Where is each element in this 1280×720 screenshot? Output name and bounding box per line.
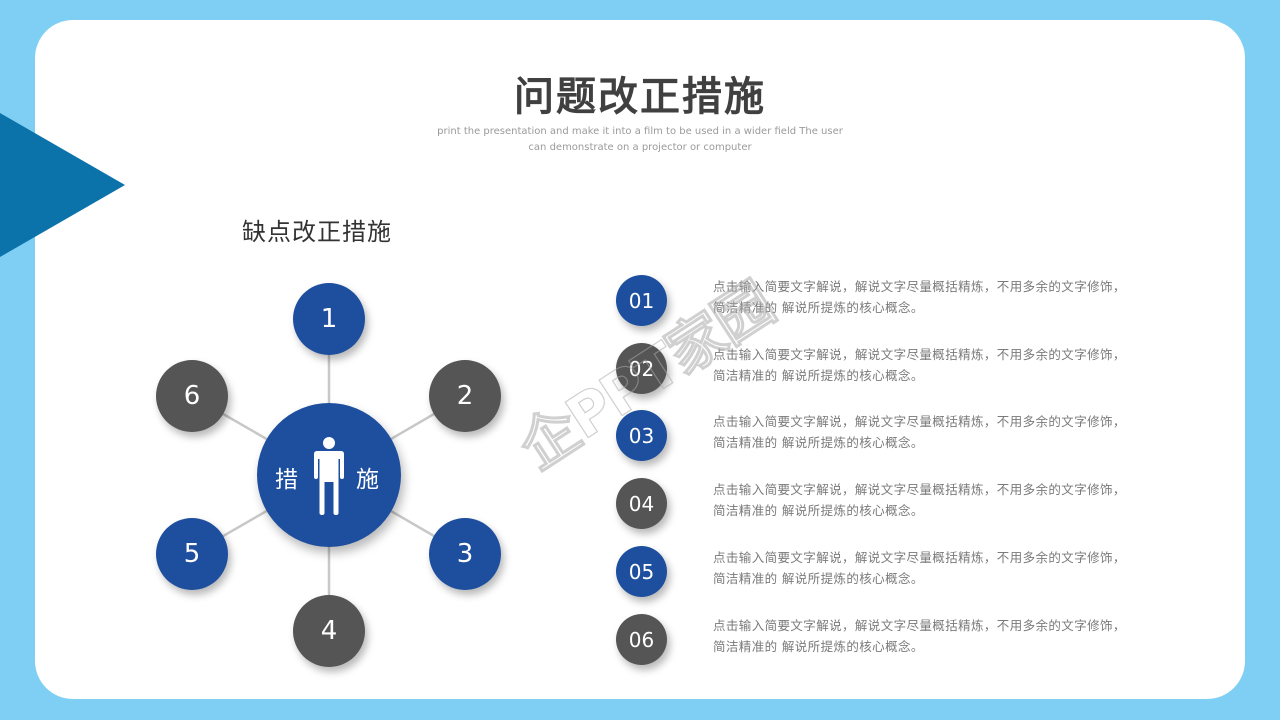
list-item-03: 03 点击输入简要文字解说，解说文字尽量概括精炼，不用多余的文字修饰， 简洁精准…: [616, 410, 1156, 462]
list-description[interactable]: 点击输入简要文字解说，解说文字尽量概括精炼，不用多余的文字修饰， 简洁精准的 解…: [713, 547, 1153, 589]
list-number-badge: 06: [616, 614, 667, 665]
list-number-badge: 03: [616, 410, 667, 461]
description-line-2: 简洁精准的 解说所提炼的核心概念。: [713, 503, 924, 518]
list-item-04: 04 点击输入简要文字解说，解说文字尽量概括精炼，不用多余的文字修饰， 简洁精准…: [616, 478, 1156, 530]
description-line-2: 简洁精准的 解说所提炼的核心概念。: [713, 639, 924, 654]
node-6: 6: [156, 360, 228, 432]
list-item-06: 06 点击输入简要文字解说，解说文字尽量概括精炼，不用多余的文字修饰， 简洁精准…: [616, 614, 1156, 666]
list-item-02: 02 点击输入简要文字解说，解说文字尽量概括精炼，不用多余的文字修饰， 简洁精准…: [616, 343, 1156, 395]
list-description[interactable]: 点击输入简要文字解说，解说文字尽量概括精炼，不用多余的文字修饰， 简洁精准的 解…: [713, 344, 1153, 386]
list-description[interactable]: 点击输入简要文字解说，解说文字尽量概括精炼，不用多余的文字修饰， 简洁精准的 解…: [713, 479, 1153, 521]
list-number-badge: 04: [616, 478, 667, 529]
description-line-1: 点击输入简要文字解说，解说文字尽量概括精炼，不用多余的文字修饰，: [713, 279, 1126, 294]
list-description[interactable]: 点击输入简要文字解说，解说文字尽量概括精炼，不用多余的文字修饰， 简洁精准的 解…: [713, 411, 1153, 453]
description-line-2: 简洁精准的 解说所提炼的核心概念。: [713, 300, 924, 315]
description-line-1: 点击输入简要文字解说，解说文字尽量概括精炼，不用多余的文字修饰，: [713, 347, 1126, 362]
description-line-2: 简洁精准的 解说所提炼的核心概念。: [713, 435, 924, 450]
description-line-2: 简洁精准的 解说所提炼的核心概念。: [713, 571, 924, 586]
hub-left-label: 措: [275, 467, 298, 493]
list-number-badge: 02: [616, 343, 667, 394]
subtitle-line-1: print the presentation and make it into …: [437, 126, 843, 137]
node-5: 5: [156, 518, 228, 590]
subtitle-line-2: can demonstrate on a projector or comput…: [528, 142, 752, 153]
node-3: 3: [429, 518, 501, 590]
list-description[interactable]: 点击输入简要文字解说，解说文字尽量概括精炼，不用多余的文字修饰， 简洁精准的 解…: [713, 276, 1153, 318]
hub-right-label: 施: [356, 467, 379, 493]
description-line-1: 点击输入简要文字解说，解说文字尽量概括精炼，不用多余的文字修饰，: [713, 414, 1126, 429]
list-item-01: 01 点击输入简要文字解说，解说文字尽量概括精炼，不用多余的文字修饰， 简洁精准…: [616, 275, 1156, 327]
node-4: 4: [293, 595, 365, 667]
list-item-05: 05 点击输入简要文字解说，解说文字尽量概括精炼，不用多余的文字修饰， 简洁精准…: [616, 546, 1156, 598]
accent-triangle: [0, 113, 125, 257]
description-line-1: 点击输入简要文字解说，解说文字尽量概括精炼，不用多余的文字修饰，: [713, 618, 1126, 633]
section-title: 缺点改正措施: [242, 218, 392, 246]
description-line-1: 点击输入简要文字解说，解说文字尽量概括精炼，不用多余的文字修饰，: [713, 550, 1126, 565]
page-subtitle: print the presentation and make it into …: [420, 124, 860, 156]
list-number-badge: 05: [616, 546, 667, 597]
list-number-badge: 01: [616, 275, 667, 326]
node-1: 1: [293, 283, 365, 355]
description-line-2: 简洁精准的 解说所提炼的核心概念。: [713, 368, 924, 383]
person-icon: [314, 437, 344, 515]
list-description[interactable]: 点击输入简要文字解说，解说文字尽量概括精炼，不用多余的文字修饰， 简洁精准的 解…: [713, 615, 1153, 657]
description-line-1: 点击输入简要文字解说，解说文字尽量概括精炼，不用多余的文字修饰，: [713, 482, 1126, 497]
node-2: 2: [429, 360, 501, 432]
hub-circle: 措 施: [257, 403, 401, 547]
page-title: 问题改正措施: [514, 74, 766, 120]
